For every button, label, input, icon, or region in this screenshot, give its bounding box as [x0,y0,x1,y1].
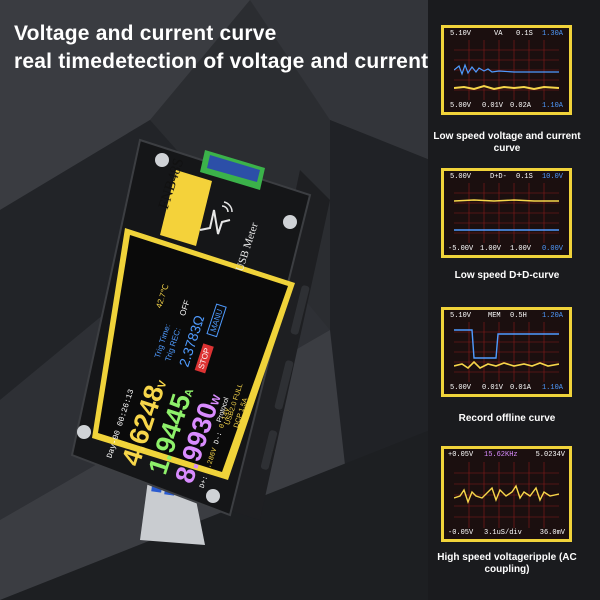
panel-caption-1: Low speed voltage and current curve [433,131,581,154]
panel-top-mid1: VA [494,30,503,38]
panel-bot-left: -0.05V [448,529,474,537]
panel-graph [454,322,559,382]
panel-bot-mid1: 1.00V [480,245,502,253]
panel-top-right: 5.0234V [535,451,565,459]
panel-top-right: 1.20A [541,312,563,320]
panel-bot-right: 1.10A [541,384,563,392]
panel-bot-right: 36.0mV [539,529,565,537]
panel-top-left: 5.00V [450,173,472,181]
panel-top-left: 5.10V [450,312,472,320]
panel-top-mid2: 0.1S [516,30,533,38]
side-button[interactable] [290,285,310,335]
panel-bot-mid1: 0.01V [482,102,504,110]
panel-top-right: 1.30A [541,30,563,38]
panel-bot-mid2: 0.01A [510,384,532,392]
panel-bot-mid1: 0.01V [482,384,504,392]
panel-top-mid1: MEM [488,312,501,320]
panel-top-mid1: D+D- [490,173,507,181]
panel-bot-left: 5.00V [450,102,472,110]
mode-button[interactable]: MANU [206,303,227,338]
panel-caption-4: High speed voltageripple (AC coupling) [437,552,577,575]
panel-top-right: 10.0V [541,173,563,181]
panel-bot-left: 5.00V [450,384,472,392]
panel-bot-mid1: 3.1uS/div [484,529,522,537]
panel-bot-mid2: 1.00V [510,245,532,253]
model-label-box [160,170,212,246]
panel-top-left: +0.05V [448,451,474,459]
headline-line-2: real timedetection of voltage and curren… [14,50,429,73]
screw [283,215,297,229]
screw [77,425,91,439]
panel-top-left: 5.10V [450,30,472,38]
usb-port-insert [207,155,260,182]
panel-top-mid2: 0.5H [510,312,527,320]
screw [155,153,169,167]
device-side [228,170,330,520]
panel-graph [454,462,559,528]
screen [98,235,288,472]
waveform-logo-icon [199,201,233,235]
panel-bot-left: -5.00V [448,245,474,253]
headline-line-1: Voltage and current curve [14,22,277,45]
panel-caption-3: Record offline curve [458,413,556,424]
screw [206,489,220,503]
panel-top-mid2: 0.1S [516,173,533,181]
panel-top-mid1: 15.62KHz [484,451,518,459]
panel-caption-2: Low speed D+D-curve [454,270,560,281]
panel-graph [454,40,559,100]
panel-graph [454,183,559,243]
trig-state: OFF [178,298,192,317]
side-button[interactable] [274,360,294,410]
panel-bot-right: 1.10A [541,102,563,110]
panel-record-offline: 5.10V MEM 0.5H 1.20A 5.00V 0.01V 0.01A 1… [441,307,572,397]
panel-bot-mid2: 0.02A [510,102,532,110]
panel-voltage-current: 5.10V VA 0.1S 1.30A 5.00V 0.01V 0.02A 1.… [441,25,572,115]
panel-ripple: +0.05V 15.62KHz 5.0234V -0.05V 3.1uS/div… [441,446,572,542]
panel-bot-right: 0.00V [541,245,563,253]
side-button[interactable] [260,430,278,471]
panel-dp-dm: 5.00V D+D- 0.1S 10.0V -5.00V 1.00V 1.00V… [441,168,572,258]
